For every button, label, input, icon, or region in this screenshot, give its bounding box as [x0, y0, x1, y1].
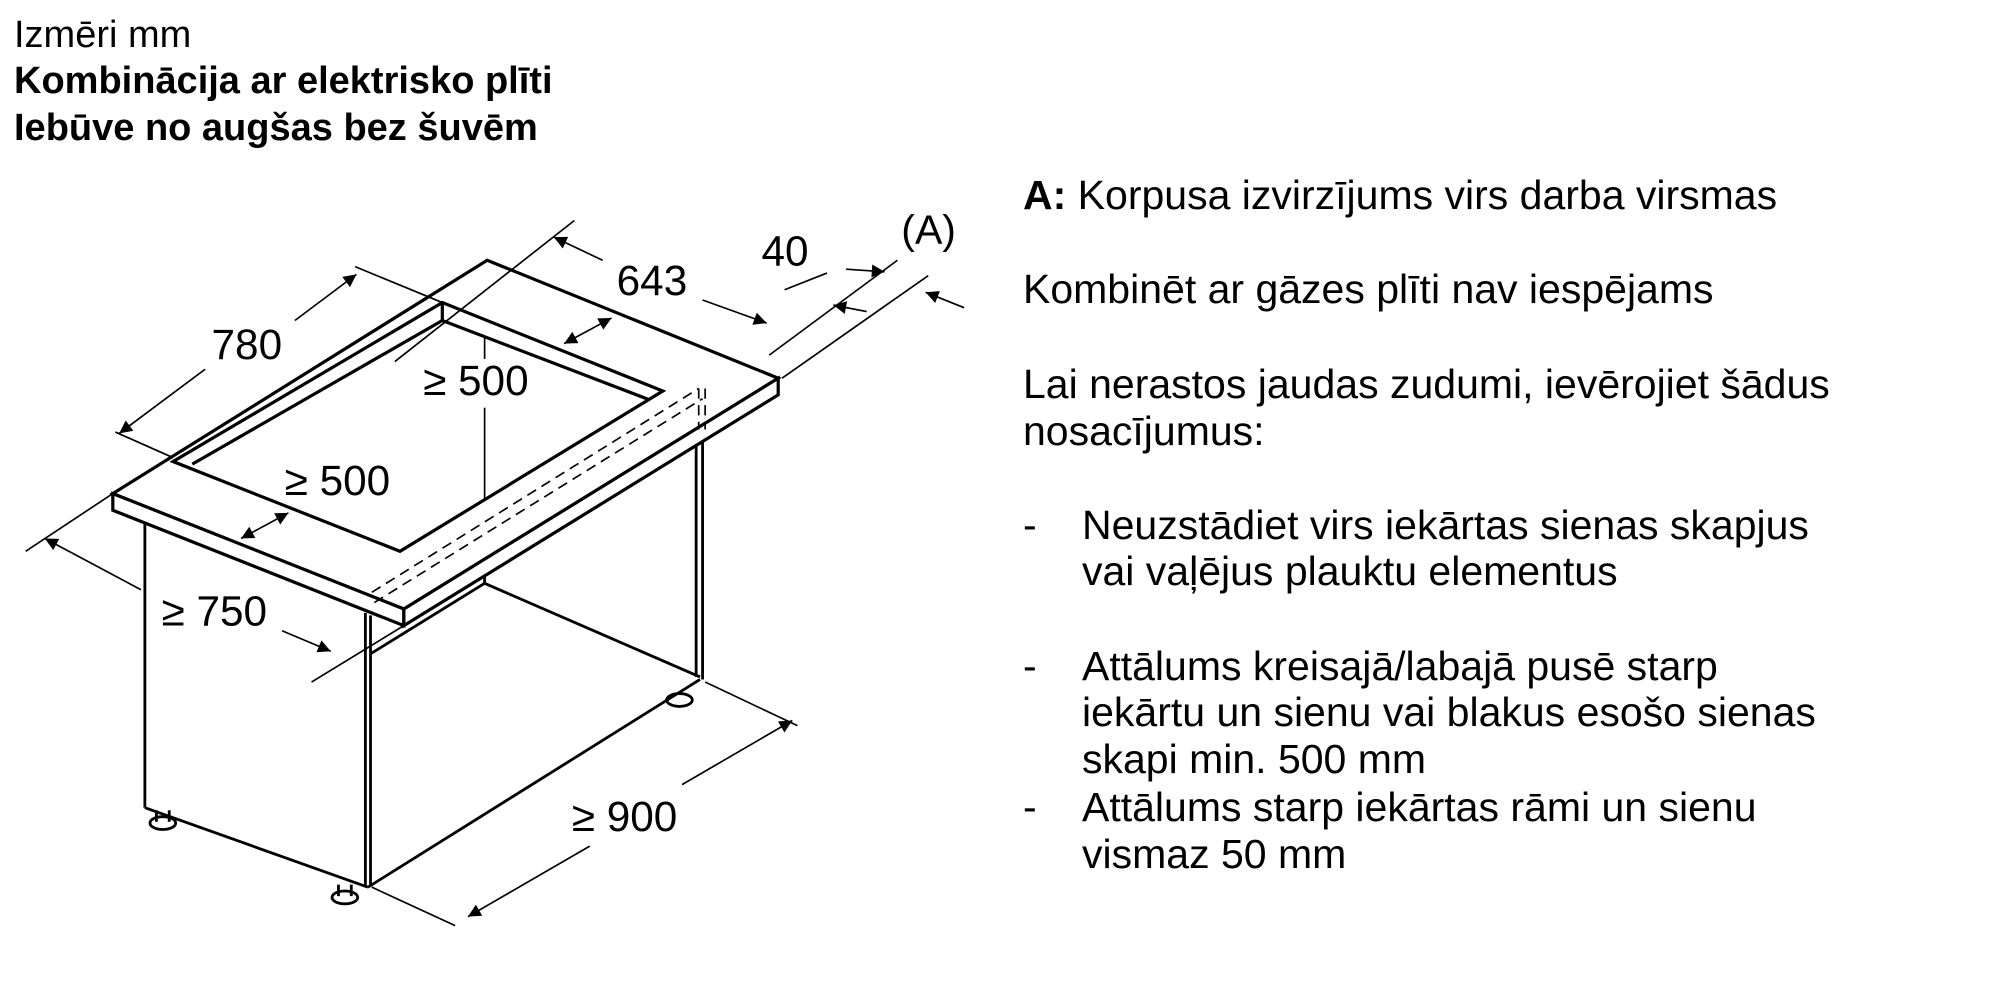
item1-line1: Neuzstādiet virs iekārtas sienas skapjus	[1082, 502, 1809, 548]
item1-line2: vai vaļējus plauktu elementus	[1082, 548, 1618, 594]
title-installation: Iebūve no augšas bez šuvēm	[14, 107, 538, 149]
dimension-lines	[25, 219, 965, 927]
item3-line2: vismaz 50 mm	[1082, 831, 1347, 877]
dim-min-side-label: ≥ 500	[423, 357, 529, 404]
cabinet	[143, 407, 704, 906]
item2-line1: Attālums kreisajā/labajā pusē starp	[1082, 643, 1718, 689]
item2-line3: skapi min. 500 mm	[1082, 736, 1427, 782]
foot	[330, 889, 360, 906]
foot	[148, 815, 178, 831]
title-combination: Kombinācija ar elektrisko plīti	[14, 60, 553, 102]
item3-line1: Attālums starp iekārtas rāmi un sienu	[1082, 784, 1757, 830]
dim-min-cabinet-label: ≥ 900	[572, 793, 678, 840]
label-a: (A)	[901, 207, 956, 253]
countertop	[109, 258, 782, 629]
note-a-key: A:	[1023, 172, 1067, 218]
note-intro-2: nosacījumus:	[1023, 408, 1265, 454]
title-units: Izmēri mm	[14, 14, 192, 56]
bullet-1: -	[1023, 502, 1037, 548]
hidden-edges	[371, 387, 706, 604]
dim-width-label: 780	[212, 321, 283, 368]
bullet-3: -	[1023, 784, 1037, 830]
note-gas: Kombinēt ar gāzes plīti nav iespējams	[1023, 266, 1714, 312]
foot	[665, 692, 694, 708]
note-a-text: Korpusa izvirzījums virs darba virsmas	[1077, 172, 1778, 218]
dim-min-front-label: ≥ 500	[285, 457, 391, 504]
dim-depth-label: 643	[617, 257, 688, 304]
dim-offset-label: 40	[762, 227, 809, 274]
bullet-2: -	[1023, 643, 1037, 689]
note-intro-1: Lai nerastos jaudas zudumi, ievērojiet š…	[1023, 361, 1830, 407]
note-a: A: Korpusa izvirzījums virs darba virsma…	[1023, 172, 1777, 219]
item2-line2: iekārtu un sienu vai blakus esošo sienas	[1082, 689, 1816, 735]
dim-min-height-label: ≥ 750	[162, 588, 268, 635]
